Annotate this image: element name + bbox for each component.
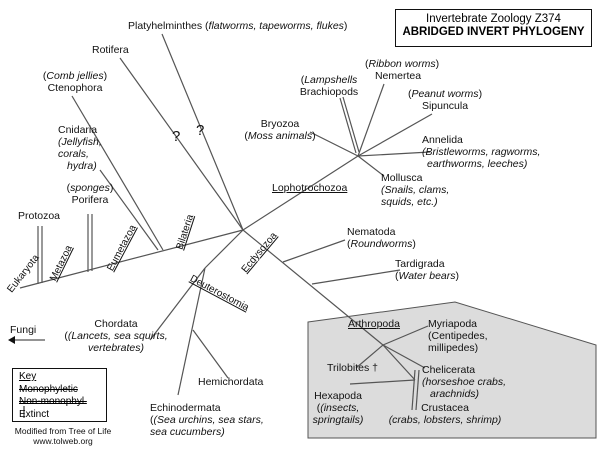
echinodermata-label: Echinodermata ((Sea urchins, sea stars, … xyxy=(150,402,264,438)
rotifera-branch xyxy=(119,57,244,231)
tardigrada-label: Tardigrada (Water bears) xyxy=(395,258,459,282)
bryozoa-branch xyxy=(309,131,359,157)
hemichordata-label: Hemichordata xyxy=(198,376,264,388)
brachiopods-label: (Lampshells Brachiopods xyxy=(299,74,359,98)
brachiopods-branch xyxy=(339,97,357,154)
lophotrochozoa-stem xyxy=(242,155,359,231)
lophotrochozoa-label: Lophotrochozoa xyxy=(272,182,348,194)
echinodermata-branch xyxy=(177,267,206,396)
key-extinct: Extinct xyxy=(19,408,50,420)
fungi-label: Fungi xyxy=(10,324,37,336)
cnidaria-branch xyxy=(99,169,159,251)
porifera-label: (sponges) Porifera xyxy=(66,182,114,206)
arthropoda-region xyxy=(307,301,597,439)
bryozoa-label: Bryozoa (Moss animals) xyxy=(244,118,316,142)
ctenophora-branch xyxy=(71,95,164,251)
myriapoda-branch xyxy=(382,325,429,346)
hemichordata-branch xyxy=(192,329,229,379)
sipuncula-branch xyxy=(357,113,433,157)
diagram-title: ABRIDGED INVERT PHYLOGENY xyxy=(402,26,585,38)
chelicerata-branch xyxy=(382,344,426,369)
pancrustacea-stem xyxy=(382,344,416,381)
arthropoda-label: Arthropoda xyxy=(348,318,400,330)
nematoda-branch xyxy=(282,239,346,263)
nemertea-branch xyxy=(357,83,385,157)
nematoda-label: Nematoda (Roundworms) xyxy=(347,226,416,250)
fungi-arrowhead xyxy=(8,336,15,344)
mollusca-label: Mollusca (Snails, clams, squids, etc.) xyxy=(381,172,450,208)
trilobites-branch xyxy=(355,344,384,369)
protozoa-label: Protozoa xyxy=(18,210,61,222)
annelida-branch xyxy=(357,151,431,157)
source-credit: Modified from Tree of Life www.tolweb.or… xyxy=(14,426,112,446)
cnidaria-label: Cnidaria (Jellyfish, corals, hydra) xyxy=(58,124,102,172)
uncertain-placement-mark: ? xyxy=(196,122,205,139)
hexapoda-label: Hexapoda ((insects, springtails) xyxy=(312,390,364,426)
ecdysozoa-stem xyxy=(242,229,384,346)
key-monophyletic: Monophyletic xyxy=(19,383,78,395)
sipuncula-label: (Peanut worms) Sipuncula xyxy=(407,88,483,112)
mollusca-branch xyxy=(357,155,385,177)
platyhelminthes-branch xyxy=(161,33,244,231)
key-non-monophyletic: Non-monophyl. xyxy=(19,396,87,407)
extinct-dagger: † xyxy=(372,362,378,374)
key-title: Key xyxy=(19,371,37,382)
uncertain-placement-mark: ? xyxy=(172,128,181,145)
title-box: Invertebrate Zoology Z374 ABRIDGED INVER… xyxy=(395,9,592,47)
nemertea-label: (Ribbon worms) Nemertea xyxy=(365,58,440,82)
platyhelminthes-label: Platyhelminthes (flatworms, tapeworms, f… xyxy=(128,20,348,32)
trilobites-label: Trilobites † xyxy=(327,362,378,374)
chordata-label: Chordata ((Lancets, sea squirts, vertebr… xyxy=(64,318,168,354)
ctenophora-label: (Comb jellies) Ctenophora xyxy=(42,70,108,94)
hexapoda-branch xyxy=(349,379,416,385)
brachiopods-branch-double xyxy=(342,96,360,153)
crustacea-branch-double xyxy=(415,369,420,411)
legend-key: Key Monophyletic Non-monophyl. Extinct xyxy=(12,368,107,422)
deuterostomia-stem xyxy=(204,229,244,269)
rotifera-label: Rotifera xyxy=(92,44,129,56)
backbone-branch xyxy=(19,229,244,289)
chordata-branch xyxy=(149,267,206,341)
annelida-label: Annelida (Bristleworms, ragworms, earthw… xyxy=(422,134,541,170)
crustacea-branch xyxy=(411,369,416,411)
tardigrada-branch xyxy=(311,269,401,285)
chelicerata-label: Chelicerata (horseshoe crabs, arachnids) xyxy=(422,364,507,400)
course-title: Invertebrate Zoology Z374 xyxy=(426,13,561,25)
myriapoda-label: Myriapoda (Centipedes, millipedes) xyxy=(428,318,488,354)
crustacea-label: Crustacea (crabs, lobsters, shrimp) xyxy=(388,402,502,426)
